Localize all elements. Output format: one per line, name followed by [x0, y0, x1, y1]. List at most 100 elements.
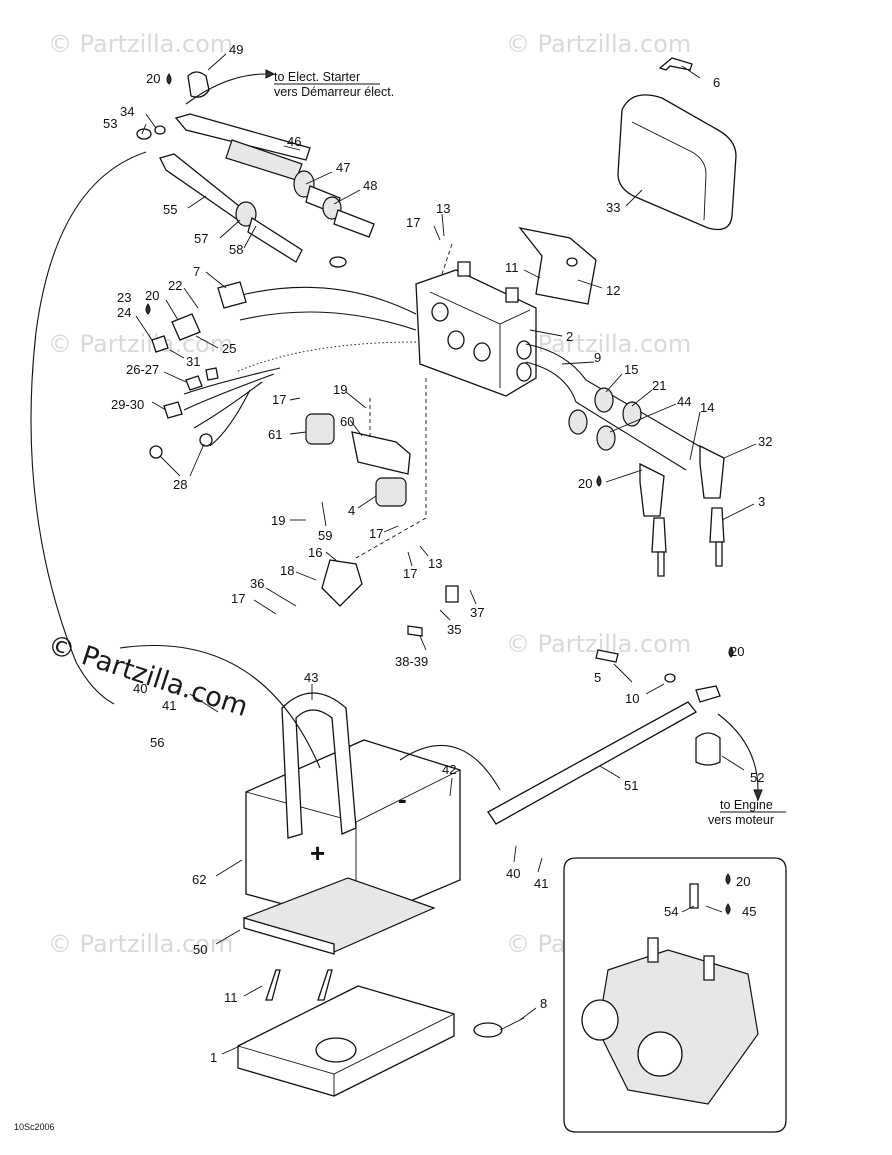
- callout-28: 28: [173, 477, 187, 492]
- callout-33: 33: [606, 200, 620, 215]
- starter-cable: [136, 71, 375, 268]
- note-starter-en: to Elect. Starter: [274, 70, 360, 84]
- callout-42: 42: [442, 762, 456, 777]
- callout-41: 41: [534, 876, 548, 891]
- callout-54: 54: [664, 904, 678, 919]
- callout-5: 5: [594, 670, 601, 685]
- callout-46: 46: [287, 134, 301, 149]
- callout-labels: 49 20 34 53 46 47 48 55 57 58 6 33 17 13…: [103, 42, 772, 1065]
- callout-13: 13: [436, 201, 450, 216]
- callout-21: 21: [652, 378, 666, 393]
- callout-22: 22: [168, 278, 182, 293]
- battery-62: + -: [245, 692, 461, 925]
- callout-17: 17: [406, 215, 420, 230]
- callout-50: 50: [193, 942, 207, 957]
- diagram-code: 10Sc2006: [14, 1122, 55, 1132]
- notes: to Elect. Starter vers Démarreur élect. …: [274, 70, 786, 827]
- callout-23: 20: [145, 288, 159, 303]
- callout-45: 45: [742, 904, 756, 919]
- callout-1: 1: [210, 1050, 217, 1065]
- callout-47: 47: [336, 160, 350, 175]
- watermark: © Partzilla.com: [506, 330, 691, 358]
- guide-lines-center: [355, 243, 453, 559]
- callout-17: 17: [369, 526, 383, 541]
- callout-56: 56: [150, 735, 164, 750]
- callout-19: 19: [271, 513, 285, 528]
- note-starter-fr: vers Démarreur élect.: [274, 85, 394, 99]
- callout-62: 62: [192, 872, 206, 887]
- callout-12: 12: [606, 283, 620, 298]
- callout-19: 19: [333, 382, 347, 397]
- note-engine-en: to Engine: [720, 798, 773, 812]
- callout-8: 8: [540, 996, 547, 1011]
- callout-2: 2: [566, 329, 573, 344]
- callout-51: 51: [624, 778, 638, 793]
- battery-cable-51: [487, 649, 721, 825]
- callout-40: 40: [133, 681, 147, 696]
- watermark-bold: © Partzilla.com: [44, 629, 252, 723]
- callout-20: 20: [736, 874, 750, 889]
- callout-34: 34: [120, 104, 134, 119]
- positive-terminal-sign: +: [310, 838, 325, 868]
- callout-29-30: 29-30: [111, 397, 144, 412]
- harness-wires: [183, 286, 417, 447]
- callout-41: 41: [162, 698, 176, 713]
- bracket-12: [518, 227, 597, 305]
- engine-inset: [563, 857, 787, 1133]
- callout-35: 35: [447, 622, 461, 637]
- callout-11: 11: [224, 990, 238, 1005]
- callout-9: 9: [594, 350, 601, 365]
- callout-20: 20: [730, 644, 744, 659]
- callout-18: 18: [280, 563, 294, 578]
- callout-40: 40: [506, 866, 520, 881]
- watermark: © Partzilla.com: [48, 330, 233, 358]
- callout-49: 49: [229, 42, 243, 57]
- callout-31: 31: [186, 354, 200, 369]
- callout-15: 15: [624, 362, 638, 377]
- callout-61: 61: [268, 427, 282, 442]
- callout-13: 13: [428, 556, 442, 571]
- connectors-left: [149, 281, 247, 459]
- callout-57: 57: [194, 231, 208, 246]
- callout-17: 17: [231, 591, 245, 606]
- callout-4: 4: [348, 503, 355, 518]
- callout-17: 17: [272, 392, 286, 407]
- callout-59: 59: [318, 528, 332, 543]
- negative-terminal-sign: -: [398, 784, 407, 814]
- callout-36: 36: [250, 576, 264, 591]
- callout-3: 3: [758, 494, 765, 509]
- callout-11: 11: [505, 260, 519, 275]
- watermark: © Partzilla.com: [48, 930, 233, 958]
- callout-10: 10: [625, 691, 639, 706]
- callout-26-27: 26-27: [126, 362, 159, 377]
- callout-55: 55: [163, 202, 177, 217]
- electrical-box-2: [415, 261, 537, 397]
- callout-6: 6: [713, 75, 720, 90]
- battery-tray: [237, 877, 455, 1097]
- watermark: © Partzilla.com: [48, 30, 233, 58]
- loop-wire: [30, 151, 147, 705]
- watermark: © Partzilla.com: [506, 30, 691, 58]
- tie-strap-8: [473, 1017, 525, 1038]
- leader-lines: [135, 53, 757, 1055]
- callout-60: 60: [340, 414, 354, 429]
- callout-53: 53: [103, 116, 117, 131]
- callout-25: 25: [222, 341, 236, 356]
- callout-48: 48: [363, 178, 377, 193]
- arrows: [119, 69, 763, 802]
- callout-43: 43: [304, 670, 318, 685]
- callout-20: 20: [146, 71, 160, 86]
- callout-58: 58: [229, 242, 243, 257]
- callout-38-39: 38-39: [395, 654, 428, 669]
- callout-17: 17: [403, 566, 417, 581]
- callout-44: 44: [677, 394, 691, 409]
- callout-7: 7: [193, 264, 200, 279]
- callout-16: 16: [308, 545, 322, 560]
- callout-52: 52: [750, 770, 764, 785]
- ignition-cables: [525, 343, 725, 577]
- drop-symbols: [145, 73, 734, 915]
- callout-14: 14: [700, 400, 714, 415]
- note-engine-fr: vers moteur: [708, 813, 774, 827]
- callout-32: 32: [758, 434, 772, 449]
